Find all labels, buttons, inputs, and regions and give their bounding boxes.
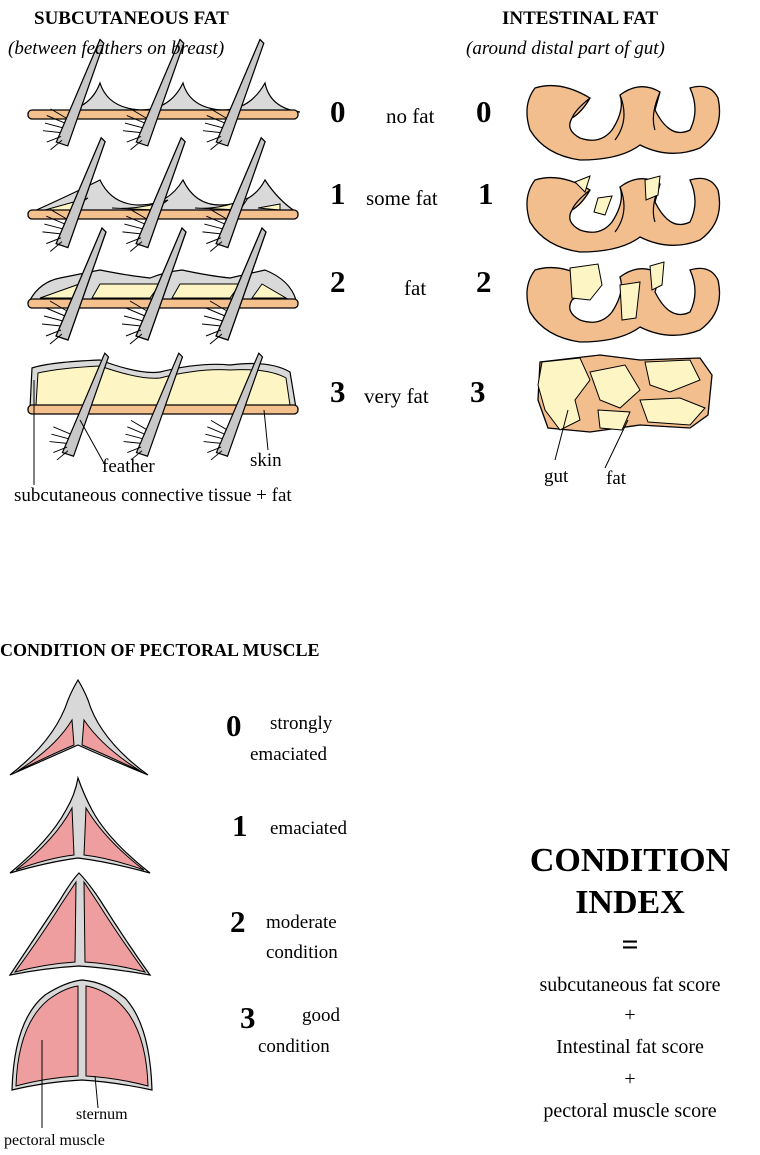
fat-score-label-1: some fat (366, 186, 438, 211)
fat-score-left-2: 2 (330, 264, 346, 300)
pectoral-muscle-1-drawing (10, 778, 150, 873)
condition-index-title-line2: INDEX (500, 884, 760, 922)
skin-label: skin (250, 450, 282, 472)
fat-score-left-1: 1 (330, 176, 346, 212)
pectoral-score-0-line1: strongly (270, 713, 332, 735)
intestinal-fat-0-drawing (527, 86, 720, 160)
fat-score-right-0: 0 (476, 94, 492, 130)
pectoral-score-2-line1: moderate (266, 912, 337, 934)
pectoral-score-3-line2: condition (258, 1036, 330, 1058)
fat-score-right-3: 3 (470, 374, 486, 410)
pectoral-muscle-0-drawing (10, 680, 148, 775)
fat-score-label-3: very fat (364, 384, 429, 409)
pectoral-muscle-title: CONDITION OF PECTORAL MUSCLE (0, 640, 320, 661)
pectoral-score-0: 0 (226, 708, 242, 744)
feather-label: feather (102, 456, 155, 478)
fat-score-right-1: 1 (478, 176, 494, 212)
subcutaneous-fat-subtitle: (between feathers on breast) (8, 38, 224, 60)
pectoral-score-2-line2: condition (266, 942, 338, 964)
intestinal-fat-1-drawing (527, 176, 720, 252)
fat-score-left-3: 3 (330, 374, 346, 410)
pectoral-muscle-label: pectoral muscle (4, 1132, 105, 1150)
condition-index-title-line1: CONDITION (500, 842, 760, 880)
condition-index-term1: subcutaneous fat score (500, 974, 760, 997)
fat-score-left-0: 0 (330, 94, 346, 130)
gut-label: gut (544, 466, 568, 488)
condition-index-term3: pectoral muscle score (500, 1100, 760, 1123)
fat-label: fat (606, 468, 626, 490)
subcutaneous-fat-title: SUBCUTANEOUS FAT (34, 8, 229, 30)
condition-index-plus1: + (500, 1004, 760, 1027)
pectoral-score-3-line1: good (302, 1005, 340, 1027)
sternum-label: sternum (76, 1106, 128, 1124)
pectoral-score-3: 3 (240, 1000, 256, 1036)
fat-score-label-0: no fat (386, 104, 434, 129)
pectoral-muscle-2-drawing (10, 873, 150, 975)
condition-index-equals: = (500, 928, 760, 962)
fat-score-label-2: fat (404, 276, 426, 301)
intestinal-fat-title: INTESTINAL FAT (502, 8, 658, 30)
pectoral-score-1-line1: emaciated (270, 818, 347, 840)
pectoral-score-1: 1 (232, 808, 248, 844)
subcutaneous-fat-1-drawing (28, 138, 298, 252)
pectoral-score-0-line2: emaciated (250, 744, 327, 766)
condition-index-plus2: + (500, 1068, 760, 1091)
condition-index-term2: Intestinal fat score (500, 1036, 760, 1059)
pectoral-score-2: 2 (230, 904, 246, 940)
fat-score-right-2: 2 (476, 264, 492, 300)
intestinal-fat-3-drawing (538, 355, 712, 468)
intestinal-fat-subtitle: (around distal part of gut) (466, 38, 665, 60)
subcutaneous-tissue-label: subcutaneous connective tissue + fat (14, 485, 292, 507)
intestinal-fat-2-drawing (527, 262, 720, 342)
